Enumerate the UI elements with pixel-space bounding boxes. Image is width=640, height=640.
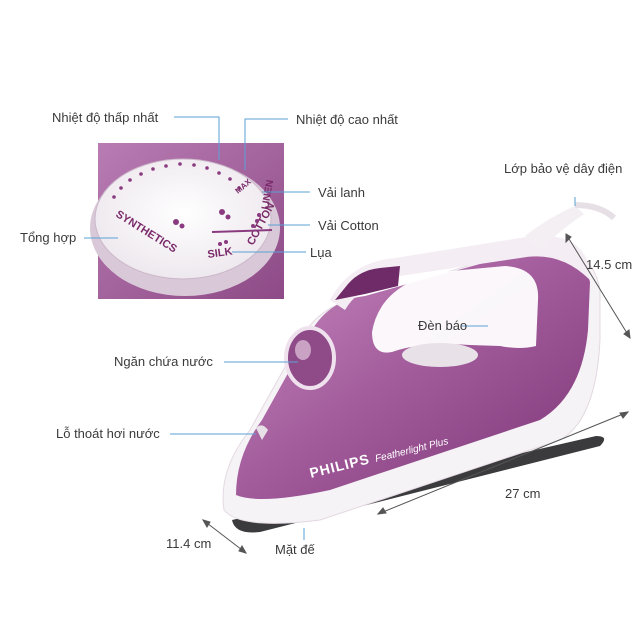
dial-linen-label: LINEN	[260, 179, 276, 210]
label-synthetics: Tổng hợp	[20, 230, 77, 245]
callout-lines	[84, 116, 576, 540]
label-water-tank: Ngăn chứa nước	[114, 354, 213, 369]
label-min-temperature: Nhiệt độ thấp nhất	[52, 110, 159, 125]
steam-iron: PHILIPS Featherlight Plus	[222, 202, 617, 533]
label-indicator-light: Đèn báo	[418, 318, 468, 333]
label-cotton: Vải Cotton	[318, 218, 379, 233]
label-width-dimension: 11.4 cm	[166, 536, 212, 551]
temperature-dial-inset: SYNTHETICS SILK COTTON LINEN MAX	[90, 143, 284, 299]
label-max-temperature: Nhiệt độ cao nhất	[296, 112, 398, 127]
dimension-lines	[201, 233, 631, 554]
label-height-dimension: 14.5 cm	[586, 257, 633, 272]
dial-silk-label: SILK	[207, 246, 234, 261]
label-linen: Vải lanh	[318, 185, 365, 200]
label-length-dimension: 27 cm	[505, 486, 541, 501]
label-cord-guard: Lớp bảo vệ dây điện	[504, 161, 623, 176]
label-steam-vents: Lỗ thoát hơi nước	[56, 426, 160, 441]
label-silk: Lụa	[310, 245, 332, 260]
label-soleplate: Mặt đế	[275, 542, 315, 557]
